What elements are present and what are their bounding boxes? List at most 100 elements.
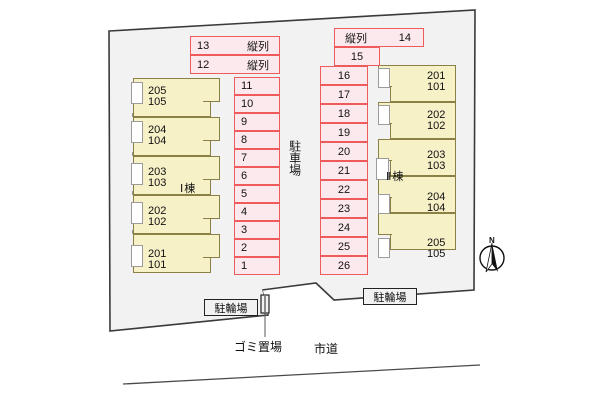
building-2-label-204: 204 104 (427, 192, 445, 214)
parking-stall-8[interactable]: 8 (234, 131, 280, 149)
unit-lower: 101 (148, 259, 167, 271)
stall-number: 19 (337, 126, 351, 139)
building-2-jog-205 (378, 213, 392, 235)
building-1-jog-204 (203, 117, 220, 141)
stall-number: 1 (241, 260, 248, 272)
stall-number: 8 (241, 134, 248, 146)
unit-lower: 103 (148, 177, 167, 189)
garbage-area-label: ゴミ置場 (234, 340, 283, 354)
parking-stall-17[interactable]: 17 (320, 85, 368, 104)
bicycle-parking-right: 駐輪場 (363, 288, 417, 305)
building-2-unit-204 (390, 176, 456, 213)
building-2-label-203: 203 103 (427, 150, 445, 172)
parking-stall-24[interactable]: 24 (320, 218, 368, 237)
unit-lower: 102 (148, 216, 167, 228)
stall-number: 17 (337, 88, 351, 101)
building-1-jog-201 (203, 234, 220, 258)
parking-stall-13[interactable]: 13 縦列 (190, 36, 280, 55)
building-1-unit-202 (133, 195, 211, 234)
unit-upper: 203 (148, 166, 167, 178)
building-2-unit-202 (390, 102, 456, 139)
stall-number: 20 (337, 145, 351, 158)
building-2-unit-203 (390, 139, 456, 176)
building-2-stair-201 (378, 68, 390, 88)
building-1-jog-205 (203, 78, 220, 102)
parking-stall-10[interactable]: 10 (234, 95, 280, 113)
stall-number: 10 (241, 98, 254, 110)
parking-stall-18[interactable]: 18 (320, 104, 368, 123)
parking-stall-7[interactable]: 7 (234, 149, 280, 167)
building-1-unit-203 (133, 156, 211, 195)
unit-upper: 205 (148, 85, 167, 97)
parking-stall-12[interactable]: 12 縦列 (190, 55, 280, 74)
unit-lower: 104 (148, 135, 167, 147)
stall-tandem-label: 縦列 (247, 59, 269, 72)
parking-stall-22[interactable]: 22 (320, 180, 368, 199)
parking-stall-26[interactable]: 26 (320, 256, 368, 275)
parking-stall-2[interactable]: 2 (234, 239, 280, 257)
building-1-unit-205 (133, 78, 211, 117)
stall-number: 4 (241, 206, 248, 218)
unit-lower: 104 (427, 202, 446, 214)
parking-stall-25[interactable]: 25 (320, 237, 368, 256)
building-1-stair-201 (131, 245, 143, 267)
parking-stall-4[interactable]: 4 (234, 203, 280, 221)
parking-stall-19[interactable]: 19 (320, 123, 368, 142)
bicycle-parking-left: 駐輪場 (204, 299, 258, 316)
stall-number: 6 (241, 170, 248, 182)
parking-stall-21[interactable]: 21 (320, 161, 368, 180)
building-1-name: Ⅰ棟 (180, 183, 197, 195)
parking-stall-16[interactable]: 16 (320, 66, 368, 85)
building-2-stair-205 (378, 238, 390, 258)
stall-number: 26 (337, 259, 351, 272)
compass-north-label: N (489, 236, 495, 245)
stall-number: 3 (241, 224, 248, 236)
building-2-unit-201 (390, 65, 456, 102)
parking-area-label: 駐車場 (287, 140, 302, 176)
building-2-label-201: 201 101 (427, 71, 445, 93)
stall-number: 5 (241, 188, 248, 200)
parking-stall-20[interactable]: 20 (320, 142, 368, 161)
building-2-unit-205 (390, 213, 456, 250)
stall-number: 16 (337, 69, 351, 82)
compass-rose (479, 242, 505, 273)
stall-number: 25 (337, 240, 351, 253)
building-1-unit-201 (133, 234, 211, 273)
stall-number: 22 (337, 183, 351, 196)
stall-number: 23 (337, 202, 351, 215)
parking-stall-6[interactable]: 6 (234, 167, 280, 185)
parking-stall-23[interactable]: 23 (320, 199, 368, 218)
building-2-stair-202 (378, 105, 390, 125)
stall-number: 21 (337, 164, 351, 177)
building-1-label-201: 201 101 (148, 249, 166, 271)
unit-lower: 103 (427, 160, 446, 172)
building-1-stair-204 (131, 121, 143, 143)
building-1-unit-204 (133, 117, 211, 156)
building-1-label-203: 203 103 (148, 167, 166, 189)
stall-number: 11 (241, 80, 253, 92)
parking-stall-5[interactable]: 5 (234, 185, 280, 203)
parking-stall-9[interactable]: 9 (234, 113, 280, 131)
unit-lower: 105 (427, 248, 446, 260)
building-1-jog-202 (203, 195, 220, 219)
building-2-name: Ⅱ棟 (386, 171, 405, 183)
stall-number: 7 (241, 152, 248, 164)
building-1-label-205: 205 105 (148, 86, 166, 108)
unit-upper: 201 (427, 70, 446, 82)
unit-lower: 101 (427, 81, 446, 93)
parking-stall-11[interactable]: 11 (234, 77, 280, 95)
building-1-jog-203 (203, 156, 220, 180)
stall-tandem-label: 縦列 (247, 40, 269, 53)
parking-stall-1[interactable]: 1 (234, 257, 280, 275)
road-far-edge (122, 364, 481, 385)
building-1-stair-205 (131, 82, 143, 104)
unit-upper: 204 (148, 124, 167, 136)
building-2-label-205: 205 105 (427, 238, 445, 260)
unit-upper: 202 (148, 205, 167, 217)
parking-stall-15[interactable]: 15 (334, 47, 380, 66)
building-2-stair-204 (378, 194, 390, 214)
parking-stall-14[interactable]: 縦列 14 (334, 28, 424, 47)
unit-upper: 203 (427, 149, 446, 161)
parking-stall-3[interactable]: 3 (234, 221, 280, 239)
